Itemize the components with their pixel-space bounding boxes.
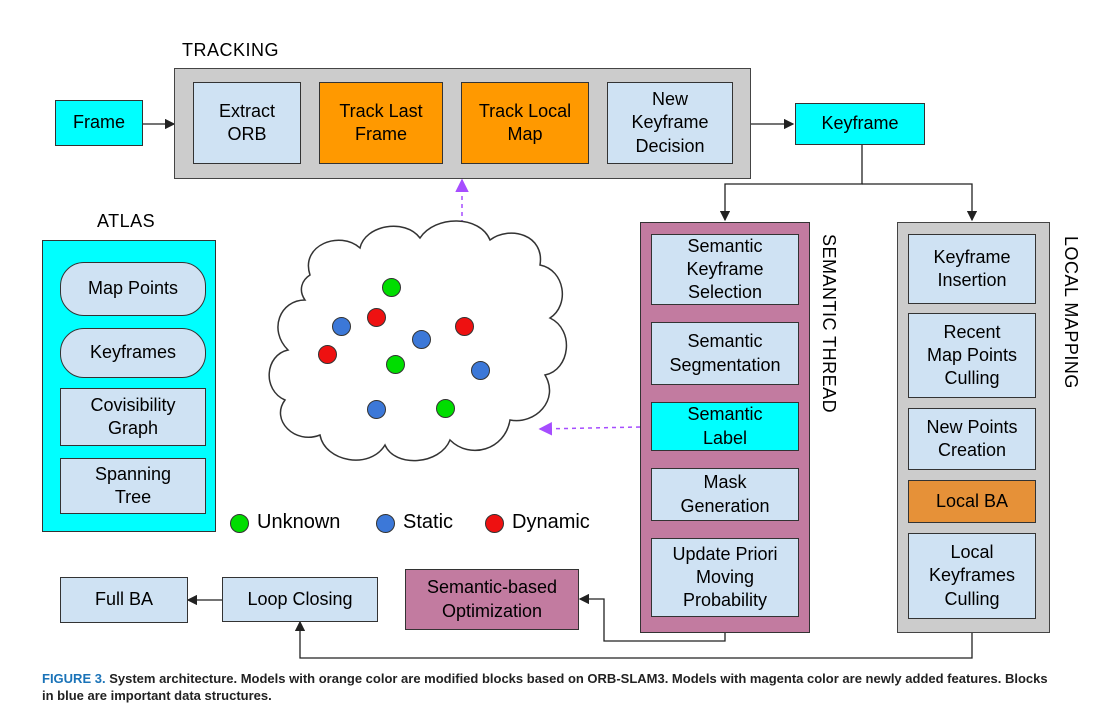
full-ba-block[interactable]: Full BA (60, 577, 188, 623)
semantic-label-block[interactable]: Semantic Label (651, 402, 799, 451)
local-keyframes-culling-block[interactable]: Local Keyframes Culling (908, 533, 1036, 619)
arrow-keyframe-localmapping (862, 183, 978, 222)
recent-map-points-culling-block[interactable]: Recent Map Points Culling (908, 313, 1036, 398)
keyframe-insertion-block[interactable]: Keyframe Insertion (908, 234, 1036, 304)
map-point-unknown (386, 355, 405, 374)
keyframe-block[interactable]: Keyframe (795, 103, 925, 145)
atlas-map-points[interactable]: Map Points (60, 262, 206, 316)
tracking-title: TRACKING (182, 40, 280, 60)
legend-dynamic-label: Dynamic (512, 511, 590, 533)
new-keyframe-decision-block[interactable]: New Keyframe Decision (607, 82, 733, 164)
arrow-st-semopt (578, 593, 726, 642)
arrow-label-cloud (538, 422, 641, 436)
figure-caption: FIGURE 3. System architecture. Models wi… (42, 671, 1062, 705)
map-point-static (412, 330, 431, 349)
frame-block[interactable]: Frame (55, 100, 143, 146)
update-priori-moving-probability-block[interactable]: Update Priori Moving Probability (651, 538, 799, 617)
semantic-thread-title: SEMANTIC THREAD (819, 234, 839, 414)
legend-unknown-label: Unknown (257, 511, 341, 533)
map-point-static (367, 400, 386, 419)
local-mapping-title: LOCAL MAPPING (1061, 236, 1081, 389)
atlas-title: ATLAS (97, 211, 156, 231)
new-points-creation-block[interactable]: New Points Creation (908, 408, 1036, 470)
arrow-keyframe-split (719, 144, 863, 222)
map-point-dynamic (318, 345, 337, 364)
semantic-based-optimization-block[interactable]: Semantic-based Optimization (405, 569, 579, 630)
legend-dynamic-dot (485, 514, 504, 533)
figure-number: FIGURE 3. (42, 671, 106, 686)
figure-caption-text: System architecture. Models with orange … (42, 671, 1048, 703)
legend-static-dot (376, 514, 395, 533)
semantic-keyframe-selection-block[interactable]: Semantic Keyframe Selection (651, 234, 799, 305)
local-ba-block[interactable]: Local BA (908, 480, 1036, 523)
arrow-lm-loop (294, 620, 973, 659)
semantic-segmentation-block[interactable]: Semantic Segmentation (651, 322, 799, 385)
map-point-unknown (382, 278, 401, 297)
atlas-spanning-tree[interactable]: Spanning Tree (60, 458, 206, 514)
legend-static-label: Static (403, 511, 454, 533)
extract-orb-block[interactable]: Extract ORB (193, 82, 301, 164)
track-last-frame-block[interactable]: Track Last Frame (319, 82, 443, 164)
legend-unknown-dot (230, 514, 249, 533)
map-point-dynamic (367, 308, 386, 327)
map-point-static (332, 317, 351, 336)
track-local-map-block[interactable]: Track Local Map (461, 82, 589, 164)
map-point-unknown (436, 399, 455, 418)
atlas-keyframes[interactable]: Keyframes (60, 328, 206, 378)
loop-closing-block[interactable]: Loop Closing (222, 577, 378, 622)
atlas-covisibility-graph[interactable]: Covisibility Graph (60, 388, 206, 446)
map-point-static (471, 361, 490, 380)
map-point-dynamic (455, 317, 474, 336)
mask-generation-block[interactable]: Mask Generation (651, 468, 799, 521)
